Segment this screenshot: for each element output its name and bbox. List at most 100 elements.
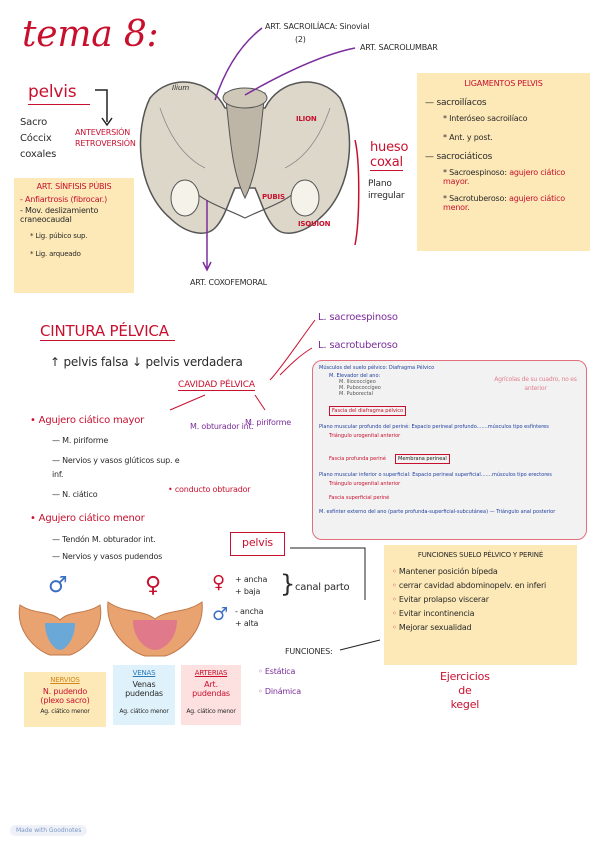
perine-row-7: Triángulo urogenital anterior — [329, 433, 401, 439]
funciones-suelo-title: FUNCIONES SUELO PÉLVICO Y PERINÉ — [417, 551, 544, 559]
ilion-label: ILION — [296, 115, 317, 123]
nervios-line-2: (plexo sacro) — [40, 696, 90, 705]
male-traits: - ancha + alta — [235, 606, 264, 630]
nervios-sub: Ag. ciático menor — [40, 708, 90, 715]
male-pelvis-drawing — [15, 595, 105, 660]
plano-word: Plano — [368, 179, 392, 189]
sacrociatico-item-1: * Sacroespinoso: agujero ciático mayor. — [443, 168, 582, 186]
nervios-line-1: N. pudendo — [42, 687, 88, 696]
pelvis-parts: Sacro Cóccix coxales — [20, 115, 56, 163]
part-coxales: coxales — [20, 149, 57, 160]
sacrotuberoso-name: * Sacrotuberoso: — [443, 194, 507, 203]
art-sacroiliaca-count: (2) — [295, 35, 306, 44]
sinfisis-note: ART. SÍNFISIS PÚBIS - Anfiartrosis (fibr… — [14, 178, 134, 293]
female-trait-2: + baja — [235, 587, 261, 596]
kegel-word: kegel — [450, 698, 480, 711]
canal-parto: canal parto — [295, 582, 350, 593]
venas-sub: Ag. ciático menor — [119, 708, 169, 715]
male-symbol-icon: ♂ — [48, 573, 68, 598]
sinfisis-line-2: - Mov. deslizamiento craneocaudal — [20, 206, 99, 224]
sacroespinoso-name: * Sacroespinoso: — [443, 168, 507, 177]
part-sacro: Sacro — [20, 117, 47, 128]
motion-anteversion: ANTEVERSIÓN — [75, 128, 131, 137]
perine-row-12: Fascia superficial periné — [329, 495, 390, 501]
art-coxofemoral: ART. COXOFEMORAL — [190, 278, 267, 287]
perine-fascia-row: Fascia profunda periné Membrana perineal — [329, 445, 580, 464]
female-trait-1: + ancha — [235, 575, 268, 584]
motion-retroversion: RETROVERSIÓN — [75, 139, 136, 148]
male-trait-2: + alta — [235, 619, 259, 628]
sex-female-row: ♀ — [212, 572, 225, 593]
perine-row-8: Fascia profunda periné — [329, 456, 386, 462]
agujero-mayor: • Agujero ciático mayor — [30, 415, 145, 426]
perine-row-3: M. Pubococcígeo — [339, 385, 381, 391]
pelvis-label: pelvis — [28, 82, 91, 105]
perine-row-6: Plano muscular profundo del periné: Espa… — [319, 424, 549, 430]
sacrociaticos-heading: — sacrociáticos — [425, 152, 493, 162]
cavidad-pelvica: CAVIDAD PÉLVICA — [178, 380, 255, 391]
page-title: tema 8: — [22, 14, 159, 55]
art-sacroiliaca: ART. SACROILÍACA: Sinovial — [265, 22, 370, 31]
ejercicios-word: Ejercicios — [440, 670, 490, 683]
mayor-item-vasos: — Nervios y vasos glúticos sup. e inf. — [52, 456, 180, 479]
pubis-label: PUBIS — [262, 193, 285, 201]
hueso-word: hueso — [370, 140, 409, 155]
funciones-suelo-item-1: ◦ Mantener posición bípeda — [392, 567, 498, 576]
perine-handnote: Agrícolas de su cuadro, no es anterior — [494, 376, 577, 392]
ilium-print-label: Ilium — [172, 84, 190, 92]
pelvis-illustration — [130, 68, 360, 258]
arterias-line-1: Art. pudendas — [192, 680, 230, 698]
perine-row-10: Plano muscular inferior o superficial: E… — [319, 472, 552, 478]
agujero-menor: • Agujero ciático menor — [30, 513, 145, 524]
female-symbol-2-icon: ♀ — [212, 572, 226, 593]
arterias-title: ARTERIAS — [194, 669, 228, 677]
funciones-suelo-item-3: ◦ Evitar prolapso viscerar — [392, 595, 489, 604]
sacroiliacos-heading: — sacroilíacos — [425, 98, 487, 108]
perine-row-5: Fascia del diafragma pélvico — [329, 406, 407, 416]
falsa-verdadera: ↑ pelvis falsa ↓ pelvis verdadera — [50, 355, 243, 369]
plano-irregular: Plano irregular — [368, 178, 405, 202]
funcion-dinamica: ◦ Dinámica — [258, 687, 301, 696]
perine-row-0: Músculos del suelo pélvico: Diafragma Pé… — [319, 365, 435, 371]
perine-screenshot: Músculos del suelo pélvico: Diafragma Pé… — [312, 360, 587, 540]
de-word: de — [458, 684, 472, 697]
venas-line-1: Venas pudendas — [125, 680, 163, 698]
arterias-note: ARTERIAS Art. pudendas Ag. ciático menor — [181, 665, 241, 725]
sinfisis-line-1: - Anfiartrosis (fibrocar.) — [20, 195, 108, 204]
coxal-word: coxal — [370, 155, 403, 171]
irregular-word: irregular — [368, 191, 405, 201]
sacro-item-1: * Interóseo sacroilíaco — [443, 114, 528, 123]
female-pelvis-drawing — [105, 592, 205, 662]
pelvis-box: pelvis — [230, 532, 285, 556]
cintura-title: CINTURA PÉLVICA — [40, 322, 175, 341]
ejercicios-kegel: Ejercicios de kegel — [440, 670, 490, 712]
hueso-coxal-label: hueso coxal — [370, 140, 408, 171]
venas-note: VENAS Venas pudendas Ag. ciático menor — [113, 665, 175, 725]
mayor-items: — M. piriforme — Nervios y vasos glútico… — [52, 434, 192, 502]
art-sacrolumbar: ART. SACROLUMBAR — [360, 43, 438, 52]
female-traits: + ancha + baja — [235, 574, 267, 598]
pelvis-arrow-icon — [95, 88, 113, 128]
menor-item-tendon: — Tendón M. obturador int. — [52, 535, 156, 544]
sinfisis-lig-2: * Lig. arqueado — [30, 250, 81, 258]
funciones-suelo-item-2: ◦ cerrar cavidad abdominopelv. en inferi — [392, 581, 547, 590]
nervios-note: NERVIOS N. pudendo (plexo sacro) Ag. ciá… — [24, 672, 106, 727]
m-obturador: M. obturador int. — [190, 422, 254, 431]
male-symbol-2-icon: ♂ — [212, 604, 229, 625]
venas-title: VENAS — [132, 669, 156, 677]
perine-row-4: M. Puborectal — [339, 391, 374, 397]
ligamentos-title: LIGAMENTOS PELVIS — [464, 79, 543, 88]
perine-row-9: Membrana perineal — [395, 454, 450, 464]
mayor-item-ciatico: — N. ciático — [52, 490, 98, 499]
mayor-item-piriforme: — M. piriforme — [52, 436, 109, 445]
funciones-list: ◦ Estática ◦ Dinámica — [258, 662, 301, 702]
funcion-estatica: ◦ Estática — [258, 667, 296, 676]
menor-item-nervios: — Nervios y vasos pudendos — [52, 552, 163, 561]
sacrociatico-item-2: * Sacrotuberoso: agujero ciático menor. — [443, 194, 582, 212]
m-piriforme: M. piriforme — [245, 418, 291, 427]
perine-row-13: M. esfínter externo del ano (parte profu… — [319, 509, 556, 515]
conducto-obturador: • conducto obturador — [168, 485, 251, 494]
goodnotes-badge[interactable]: Made with Goodnotes — [10, 825, 88, 836]
sacro-item-2: * Ant. y post. — [443, 133, 493, 142]
male-trait-1: - ancha — [235, 607, 264, 616]
